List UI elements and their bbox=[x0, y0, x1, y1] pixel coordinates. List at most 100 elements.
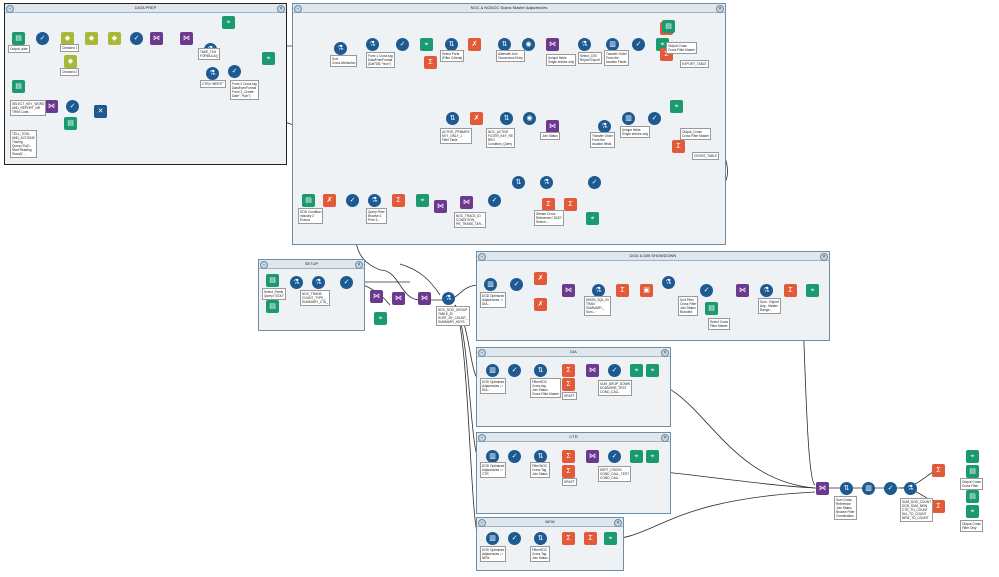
select-icon[interactable]: ▥ bbox=[606, 38, 619, 51]
check-icon[interactable]: ✓ bbox=[510, 278, 523, 291]
transpose-icon[interactable]: ✗ bbox=[468, 38, 481, 51]
select-icon[interactable]: ▥ bbox=[486, 532, 499, 545]
check-icon[interactable]: ✓ bbox=[884, 482, 897, 495]
close-icon[interactable]: × bbox=[820, 253, 828, 261]
binoculars-icon[interactable]: ⌖ bbox=[630, 450, 643, 463]
formula-icon[interactable]: ⚗ bbox=[578, 38, 591, 51]
binoculars-icon[interactable]: ⌖ bbox=[670, 100, 683, 113]
sigma-icon[interactable]: Σ bbox=[784, 284, 797, 297]
unique-icon[interactable]: ◉ bbox=[523, 112, 536, 125]
sort-icon[interactable]: ⇅ bbox=[512, 176, 525, 189]
documentation-icon[interactable]: ◆ bbox=[85, 32, 98, 45]
select-icon[interactable]: ▥ bbox=[486, 364, 499, 377]
close-icon[interactable]: × bbox=[661, 349, 669, 357]
binoculars-icon[interactable]: ⌖ bbox=[630, 364, 643, 377]
join-icon[interactable]: ⋈ bbox=[434, 200, 447, 213]
join-icon[interactable]: ⋈ bbox=[546, 120, 559, 133]
formula-icon[interactable]: ⚗ bbox=[312, 276, 325, 289]
close-icon[interactable]: × bbox=[716, 5, 724, 13]
sort-icon[interactable]: ⇅ bbox=[445, 38, 458, 51]
formula-icon[interactable]: ⚗ bbox=[540, 176, 553, 189]
formula-icon[interactable]: ⚗ bbox=[442, 292, 455, 305]
sigma-icon[interactable]: Σ bbox=[616, 284, 629, 297]
sigma-icon[interactable]: Σ bbox=[392, 194, 405, 207]
join-icon[interactable]: ⋈ bbox=[150, 32, 163, 45]
check-icon[interactable]: ✓ bbox=[340, 276, 353, 289]
sort-icon[interactable]: ⇅ bbox=[534, 364, 547, 377]
binoculars-icon[interactable]: ⌖ bbox=[222, 16, 235, 29]
check-icon[interactable]: ✓ bbox=[346, 194, 359, 207]
formula-icon[interactable]: ⚗ bbox=[760, 284, 773, 297]
container-dod[interactable]: DOD & DIB SHOWDOWN - × bbox=[476, 251, 830, 341]
output-icon[interactable]: ▤ bbox=[966, 490, 979, 503]
close-icon[interactable]: × bbox=[277, 5, 285, 13]
binoculars-icon[interactable]: ⌖ bbox=[420, 38, 433, 51]
documentation-icon[interactable]: ◆ bbox=[64, 55, 77, 68]
close-icon[interactable]: × bbox=[355, 261, 363, 269]
formula-icon[interactable]: ⚗ bbox=[592, 284, 605, 297]
sigma-icon[interactable]: Σ bbox=[584, 532, 597, 545]
sigma-icon[interactable]: Σ bbox=[562, 364, 575, 377]
formula-icon[interactable]: ⚗ bbox=[598, 120, 611, 133]
formula-icon[interactable]: ⚗ bbox=[334, 42, 347, 55]
binoculars-icon[interactable]: ⌖ bbox=[374, 312, 387, 325]
join-icon[interactable]: ⋈ bbox=[546, 38, 559, 51]
formula-icon[interactable]: ⚗ bbox=[662, 276, 675, 289]
join-icon[interactable]: ⋈ bbox=[562, 284, 575, 297]
formula-icon[interactable]: ⚗ bbox=[368, 194, 381, 207]
check-icon[interactable]: ✓ bbox=[488, 194, 501, 207]
sort-icon[interactable]: ⇅ bbox=[446, 112, 459, 125]
binoculars-icon[interactable]: ⌖ bbox=[262, 52, 275, 65]
check-icon[interactable]: ✓ bbox=[228, 65, 241, 78]
collapse-button[interactable]: - bbox=[6, 5, 14, 13]
binoculars-icon[interactable]: ⌖ bbox=[416, 194, 429, 207]
sigma-icon[interactable]: Σ bbox=[672, 140, 685, 153]
binoculars-icon[interactable]: ⌖ bbox=[646, 364, 659, 377]
check-icon[interactable]: ✓ bbox=[700, 284, 713, 297]
join-icon[interactable]: ⋈ bbox=[736, 284, 749, 297]
formula-icon[interactable]: ⚗ bbox=[904, 482, 917, 495]
join-icon[interactable]: ⋈ bbox=[586, 450, 599, 463]
close-icon[interactable]: × bbox=[614, 519, 622, 527]
join-icon[interactable]: ⋈ bbox=[460, 196, 473, 209]
check-icon[interactable]: ✓ bbox=[608, 450, 621, 463]
transpose-icon[interactable]: ✗ bbox=[534, 272, 547, 285]
output-icon[interactable]: ▤ bbox=[966, 465, 979, 478]
select-icon[interactable]: ▥ bbox=[484, 278, 497, 291]
sigma-icon[interactable]: Σ bbox=[564, 198, 577, 211]
sigma-icon[interactable]: Σ bbox=[932, 500, 945, 513]
formula-icon[interactable]: ⚗ bbox=[290, 276, 303, 289]
binoculars-icon[interactable]: ⌖ bbox=[656, 38, 669, 51]
collapse-button[interactable]: - bbox=[294, 5, 302, 13]
select-icon[interactable]: ▥ bbox=[622, 112, 635, 125]
book-icon[interactable]: ▤ bbox=[266, 300, 279, 313]
binoculars-icon[interactable]: ⌖ bbox=[586, 212, 599, 225]
binoculars-icon[interactable]: ⌖ bbox=[806, 284, 819, 297]
sigma-icon[interactable]: Σ bbox=[562, 532, 575, 545]
check-icon[interactable]: ✓ bbox=[36, 32, 49, 45]
select-icon[interactable]: ▥ bbox=[862, 482, 875, 495]
sort-icon[interactable]: ⇅ bbox=[534, 450, 547, 463]
sigma-icon[interactable]: Σ bbox=[562, 378, 575, 391]
check-icon[interactable]: ✓ bbox=[588, 176, 601, 189]
unique-icon[interactable]: ◉ bbox=[522, 38, 535, 51]
collapse-button[interactable]: - bbox=[478, 519, 486, 527]
check-icon[interactable]: ✓ bbox=[396, 38, 409, 51]
transpose-icon[interactable]: ✗ bbox=[534, 298, 547, 311]
sigma-icon[interactable]: Σ bbox=[932, 464, 945, 477]
tile-icon[interactable]: ▣ bbox=[640, 284, 653, 297]
check-icon[interactable]: ✓ bbox=[508, 532, 521, 545]
book-icon[interactable]: ▤ bbox=[705, 302, 718, 315]
check-icon[interactable]: ✓ bbox=[608, 364, 621, 377]
check-icon[interactable]: ✓ bbox=[66, 100, 79, 113]
join-icon[interactable]: ⋈ bbox=[45, 100, 58, 113]
book-icon[interactable]: ▤ bbox=[266, 274, 279, 287]
book-icon[interactable]: ▤ bbox=[302, 194, 315, 207]
sort-icon[interactable]: ⇅ bbox=[498, 38, 511, 51]
sort-icon[interactable]: ⇅ bbox=[534, 532, 547, 545]
close-icon[interactable]: × bbox=[661, 434, 669, 442]
check-icon[interactable]: ✓ bbox=[648, 112, 661, 125]
sort-icon[interactable]: ⇅ bbox=[500, 112, 513, 125]
sort-icon[interactable]: ⇅ bbox=[840, 482, 853, 495]
